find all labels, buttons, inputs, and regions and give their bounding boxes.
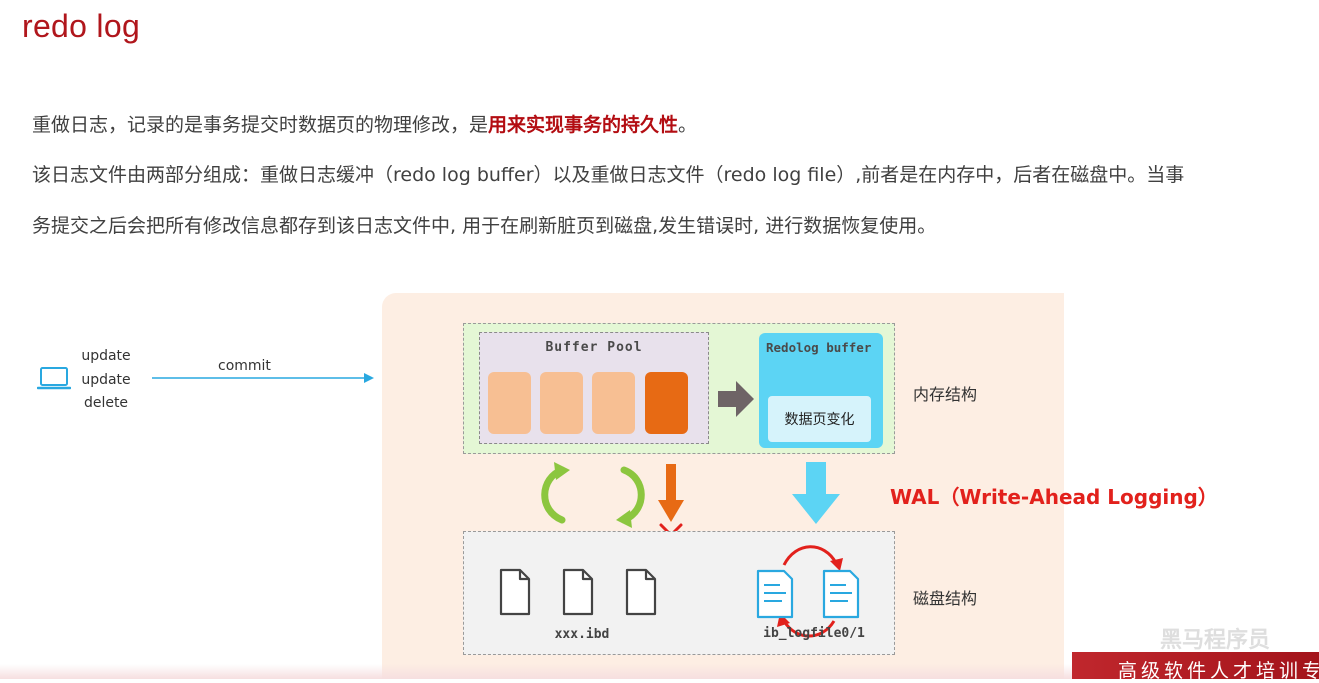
operation-item: delete: [83, 395, 129, 411]
memory-structure-label: 内存结构: [913, 385, 978, 404]
page-title: redo log: [22, 8, 141, 44]
disk-structure-label: 磁盘结构: [913, 589, 978, 608]
sync-arrows-icon: [541, 462, 645, 528]
watermark-text: 黑马程序员: [1160, 628, 1271, 653]
footer-banner-text: 高级软件人才培训专: [1118, 660, 1319, 682]
intro-highlight: 用来实现事务的持久性: [488, 114, 679, 136]
file-icon: [625, 568, 657, 616]
log-file-cycle-icon: [756, 545, 860, 638]
data-page: [540, 372, 583, 434]
right-arrow-icon: [718, 381, 754, 417]
commit-arrow: [152, 373, 374, 383]
operation-item: update: [81, 348, 131, 364]
laptop-icon: [37, 367, 71, 390]
page-change-label: 数据页变化: [784, 412, 855, 428]
page-change-box: [768, 396, 871, 442]
write-log-arrow-icon: [792, 462, 840, 524]
composition-paragraph-line1: 该日志文件由两部分组成：重做日志缓冲（redo log buffer）以及重做日…: [32, 164, 1185, 186]
intro-paragraph: 重做日志，记录的是事务提交时数据页的物理修改，是用来实现事务的持久性。: [32, 110, 697, 137]
logfile-label: ib_logfile0/1: [763, 626, 865, 641]
commit-label: commit: [218, 358, 271, 374]
ibd-file-label: xxx.ibd: [554, 627, 610, 642]
dirty-data-page: [645, 372, 688, 434]
footer-banner: [1072, 652, 1319, 679]
operation-item: update: [81, 371, 131, 388]
data-page: [488, 372, 531, 434]
buffer-pool-label: Buffer Pool: [545, 340, 643, 355]
wal-label: WAL（Write-Ahead Logging）: [890, 485, 1218, 509]
file-icon: [562, 568, 594, 616]
intro-end: 。: [678, 114, 698, 136]
intro-text: 重做日志，记录的是事务提交时数据页的物理修改，是: [32, 114, 489, 136]
operation-list: update update delete: [74, 345, 138, 416]
redolog-buffer-label: Redolog buffer: [766, 340, 872, 355]
file-icon: [499, 568, 531, 616]
composition-paragraph-line2: 务提交之后会把所有修改信息都存到该日志文件中, 用于在刷新脏页到磁盘,发生错误时…: [32, 215, 937, 237]
bottom-strip: [0, 664, 1072, 679]
data-page: [592, 372, 635, 434]
